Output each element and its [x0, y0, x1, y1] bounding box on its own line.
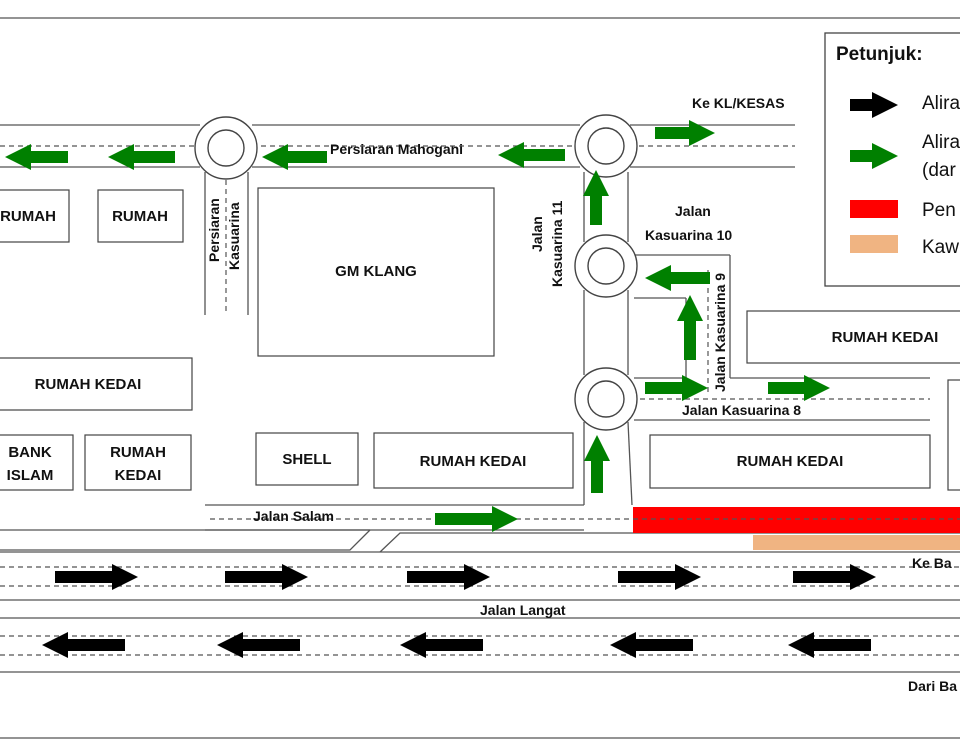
green-arrow-icon: [655, 120, 715, 146]
green-arrow-icon: [645, 375, 708, 401]
label-jalan-kasuarina-8: Jalan Kasuarina 8: [682, 402, 801, 418]
building-shell: [255, 432, 359, 486]
label-ke-ba: Ke Ba: [912, 555, 952, 571]
green-arrow-icon: [584, 435, 610, 493]
red-swatch: [850, 200, 898, 218]
building-label: RUMAH: [0, 208, 56, 225]
black-arrow-icon: [788, 632, 871, 658]
label-persiaran-kasuarina: Kasuarina: [226, 202, 242, 270]
building-label: RUMAH KEDAI: [832, 329, 939, 346]
black-arrow-icon: [217, 632, 300, 658]
building-rumah-kedai-3: [373, 432, 574, 489]
black-arrow-icon: [793, 564, 876, 590]
building-rumah-kedai-5: [746, 310, 960, 364]
legend-title: Petunjuk:: [836, 44, 923, 65]
building-label: KEDAI: [115, 467, 162, 484]
black-arrow-icon: [42, 632, 125, 658]
building-bank-islam: [0, 434, 74, 491]
green-arrow-icon: [498, 142, 565, 168]
legend-label: Pen: [922, 200, 956, 221]
building-label: BANK: [8, 444, 51, 461]
label-jalan-kasuarina-11: Kasuarina 11: [549, 200, 565, 287]
building-gm-klang: [257, 187, 495, 357]
label-jalan-kasuarina-10: Kasuarina 10: [645, 227, 732, 243]
building-rumah-kedai-4: [649, 434, 931, 489]
legend-label: Kaw: [922, 237, 959, 258]
legend: Petunjuk: Alira Alira (dar Pen Kaw: [824, 32, 960, 287]
building-rumah-1: [0, 189, 70, 243]
building-label: RUMAH KEDAI: [35, 376, 142, 393]
road-jalan-langat: [0, 551, 960, 673]
building-partial: [947, 379, 960, 491]
green-arrow-icon: [435, 506, 518, 532]
roundabout-mahogani-k11: [574, 114, 638, 178]
black-arrow-icon: [407, 564, 490, 590]
green-arrow-icon: [645, 265, 710, 291]
green-arrow-icon: [677, 295, 703, 360]
black-arrow-icon: [400, 632, 483, 658]
building-label: GM KLANG: [335, 263, 417, 280]
building-label: RUMAH: [110, 444, 166, 461]
building-label: SHELL: [282, 451, 331, 468]
black-arrow-icon: [55, 564, 138, 590]
building-rumah-2: [97, 189, 184, 243]
green-arrow-icon: [108, 144, 175, 170]
road-jalan-kasuarina-8: [634, 377, 930, 421]
label-dari-ba: Dari Ba: [908, 678, 957, 694]
building-rumah-kedai-1: [0, 357, 193, 411]
roundabout-k8: [574, 367, 638, 431]
road-persiaran-mahogani: [0, 124, 795, 168]
black-arrow-icon: [618, 564, 701, 590]
legend-label: Alira: [922, 93, 960, 114]
green-arrow-icon: [5, 144, 68, 170]
road-persiaran-kasuarina: [204, 172, 249, 315]
black-arrow-icon: [610, 632, 693, 658]
roundabout-mahogani-kasuarina: [194, 116, 258, 180]
label-jalan-kasuarina-9: Jalan Kasuarina 9: [712, 273, 728, 392]
road-jalan-kasuarina-11: [583, 172, 633, 506]
green-arrow-icon: [850, 143, 898, 169]
building-label: RUMAH KEDAI: [420, 453, 527, 470]
peach-swatch: [850, 235, 898, 253]
road-closure-zone: [633, 507, 960, 533]
green-arrow-icon: [262, 144, 327, 170]
label-ke-kl-kesas: Ke KL/KESAS: [692, 95, 785, 111]
affected-area-zone: [753, 535, 960, 550]
black-arrow-icon: [850, 92, 898, 118]
black-arrow-icon: [225, 564, 308, 590]
building-rumah-kedai-2: [84, 434, 192, 491]
label-jalan-kasuarina-11: Jalan: [529, 216, 545, 252]
building-label: RUMAH KEDAI: [737, 453, 844, 470]
building-label: ISLAM: [7, 467, 54, 484]
label-jalan-kasuarina-10: Jalan: [675, 203, 711, 219]
label-jalan-langat: Jalan Langat: [480, 602, 566, 618]
label-persiaran-kasuarina: Persiaran: [206, 198, 222, 262]
green-arrow-icon: [583, 170, 609, 225]
legend-label: Alira: [922, 132, 960, 153]
label-jalan-salam: Jalan Salam: [253, 508, 334, 524]
roundabout-k10: [574, 234, 638, 298]
building-label: RUMAH: [112, 208, 168, 225]
green-arrow-icon: [768, 375, 830, 401]
legend-label: (dar: [922, 160, 956, 181]
label-persiaran-mahogani: Persiaran Mahogani: [330, 141, 463, 157]
